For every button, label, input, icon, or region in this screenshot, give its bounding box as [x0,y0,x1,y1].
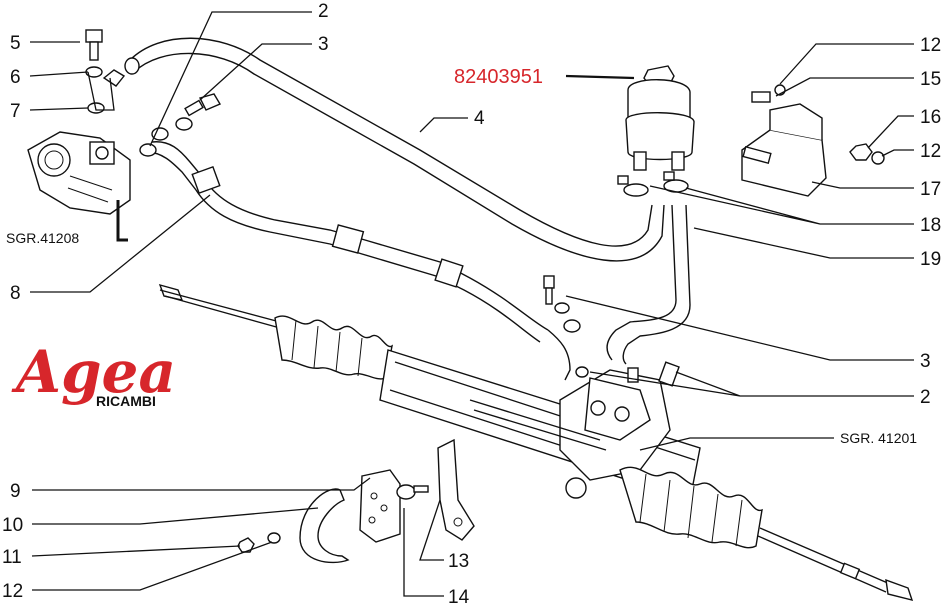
callout-label: 18 [920,215,941,236]
return-hose [124,37,665,262]
callout-label: 7 [10,101,21,122]
callout-label: 10 [2,515,23,536]
suction-hose [606,204,691,365]
agea-logo: Agea RICAMBI [11,338,176,409]
rack-reference-label: SGR. 41201 [840,430,917,446]
callout-label: 17 [920,179,941,200]
callout-label: 15 [920,69,941,90]
callout-label: 2 [920,387,931,408]
callout-label: 12 [920,35,941,56]
leader-lines [29,11,914,597]
callout-label: 2 [318,1,329,22]
callout-label: 8 [10,283,21,304]
callout-label: 16 [920,107,941,128]
brand-subtitle: RICAMBI [96,393,156,409]
brand-logo-text: Agea [11,338,176,406]
pump-reference-label: SGR.41208 [6,230,79,246]
power-steering-pump [27,131,131,215]
callout-label: 19 [920,249,941,270]
callout-label: 4 [474,108,485,129]
callout-label: 6 [10,67,21,88]
steering-rack [158,283,914,601]
mounting-bracket [741,84,885,197]
banjo-fittings-upper [139,93,222,157]
callout-label: 11 [2,547,22,568]
callout-label: 12 [2,581,23,602]
pump-fasteners [85,29,126,114]
callout-label: 9 [10,481,21,502]
rack-mount-parts [237,438,475,564]
banjo-fittings-lower [543,275,589,378]
reservoir [617,65,695,197]
callout-label: 14 [448,587,470,607]
callout-label: 3 [318,34,329,55]
callout-label: 12 [920,141,941,162]
callout-label: 13 [448,551,469,572]
part-number-label: 82403951 [454,66,543,88]
callout-label: 3 [920,351,931,372]
pressure-hose [145,141,607,451]
callout-label: 5 [10,33,21,54]
